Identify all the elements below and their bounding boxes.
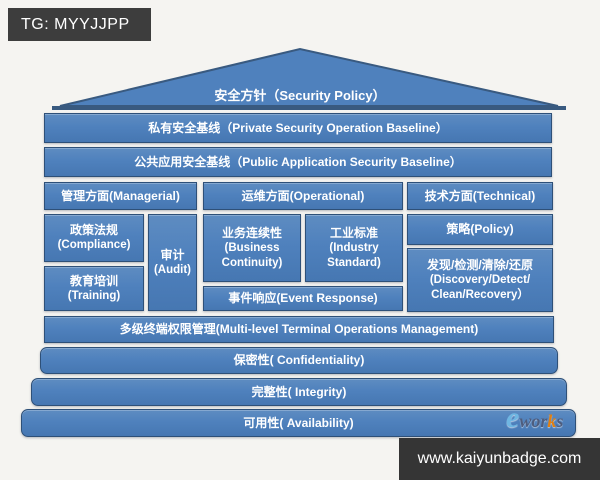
box-policy: 策略(Policy) bbox=[407, 214, 553, 245]
box-business-continuity: 业务连续性 (Business Continuity) bbox=[203, 214, 301, 282]
row-private-security-baseline-label: 私有安全基线（Private Security Operation Baseli… bbox=[148, 120, 448, 135]
row-confidentiality: 保密性( Confidentiality) bbox=[40, 347, 558, 374]
row-confidentiality-label: 保密性( Confidentiality) bbox=[233, 353, 365, 367]
row-integrity-label: 完整性( Integrity) bbox=[251, 384, 347, 399]
header-technical: 技术方面(Technical) bbox=[407, 182, 553, 210]
row-multilevel-terminal-management-label: 多级终端权限管理(Multi-level Terminal Operations… bbox=[119, 322, 479, 336]
row-availability: 可用性( Availability) bbox=[21, 409, 576, 437]
roof-triangle bbox=[52, 47, 566, 110]
row-integrity: 完整性( Integrity) bbox=[31, 378, 567, 406]
tg-watermark-badge: TG: MYYJJPP bbox=[8, 8, 151, 41]
row-public-application-baseline-label: 公共应用安全基线（Public Application Security Bas… bbox=[134, 154, 462, 169]
eworks-logo-s: s bbox=[556, 411, 564, 431]
site-watermark-badge: www.kaiyunbadge.com bbox=[399, 438, 600, 480]
eworks-logo: eworks bbox=[506, 401, 563, 435]
eworks-logo-e: e bbox=[506, 401, 520, 434]
box-compliance-zh: 政策法规 bbox=[69, 223, 118, 238]
box-discovery-en: (Discovery/Detect/ Clean/Recovery） bbox=[429, 274, 531, 301]
header-operational-label: 运维方面(Operational) bbox=[241, 188, 365, 203]
box-industry-standard-en: (Industry Standard) bbox=[327, 242, 381, 269]
box-audit-zh: 审计 bbox=[160, 247, 185, 262]
row-private-security-baseline: 私有安全基线（Private Security Operation Baseli… bbox=[44, 113, 552, 143]
header-managerial-label: 管理方面(Managerial) bbox=[61, 188, 180, 203]
box-industry-standard-zh: 工业标准 bbox=[329, 226, 378, 241]
row-public-application-baseline: 公共应用安全基线（Public Application Security Bas… bbox=[44, 147, 552, 177]
box-policy-label: 策略(Policy) bbox=[446, 222, 514, 236]
box-audit-en: (Audit) bbox=[153, 263, 192, 276]
box-discovery-detect-clean-recovery: 发现/检测/清除/还原 (Discovery/Detect/ Clean/Rec… bbox=[407, 248, 553, 312]
box-discovery-zh: 发现/检测/清除/还原 bbox=[426, 258, 533, 273]
box-industry-standard: 工业标准 (Industry Standard) bbox=[305, 214, 403, 282]
box-business-continuity-zh: 业务连续性 bbox=[221, 226, 282, 241]
box-compliance: 政策法规 (Compliance) bbox=[44, 214, 144, 262]
box-compliance-en: (Compliance) bbox=[57, 239, 131, 252]
box-event-response: 事件响应(Event Response) bbox=[203, 286, 403, 311]
box-audit: 审计 (Audit) bbox=[148, 214, 197, 311]
site-watermark-text: www.kaiyunbadge.com bbox=[417, 450, 582, 467]
row-availability-label: 可用性( Availability) bbox=[243, 415, 354, 430]
eworks-logo-k: k bbox=[547, 411, 557, 431]
header-operational: 运维方面(Operational) bbox=[203, 182, 403, 210]
tg-watermark-text: TG: MYYJJPP bbox=[21, 15, 130, 33]
box-business-continuity-en: (Business Continuity) bbox=[221, 242, 283, 269]
header-technical-label: 技术方面(Technical) bbox=[424, 188, 536, 203]
box-training-zh: 教育培训 bbox=[69, 273, 118, 288]
eworks-logo-wor: wor bbox=[519, 411, 548, 431]
box-training: 教育培训 (Training) bbox=[44, 266, 144, 311]
box-event-response-label: 事件响应(Event Response) bbox=[228, 291, 378, 305]
row-multilevel-terminal-management: 多级终端权限管理(Multi-level Terminal Operations… bbox=[44, 316, 554, 343]
header-managerial: 管理方面(Managerial) bbox=[44, 182, 197, 210]
box-training-en: (Training) bbox=[67, 289, 121, 302]
roof-security-policy-label: 安全方针（Security Policy） bbox=[214, 88, 386, 103]
